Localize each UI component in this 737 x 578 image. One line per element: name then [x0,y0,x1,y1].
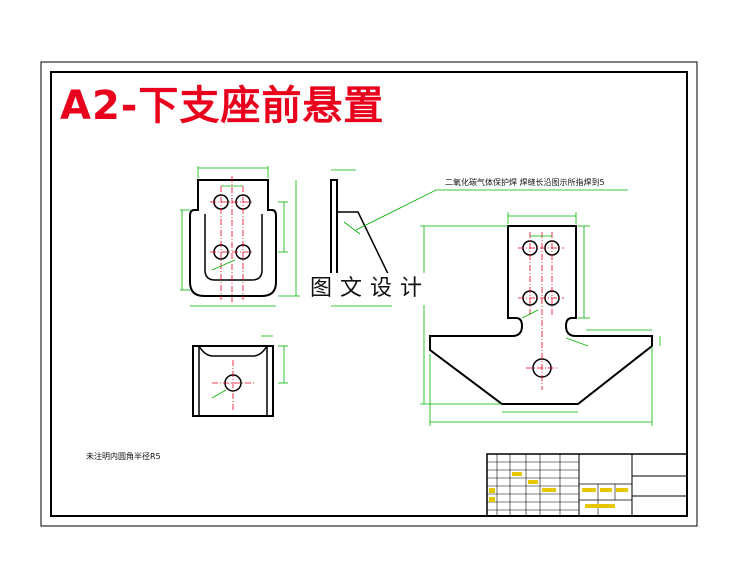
front-view [180,166,300,307]
weld-note: 二氧化碳气体保护焊 焊缝长沿图示所指焊到5 [445,178,605,187]
bracket-view [420,212,661,426]
inner-border [50,71,688,517]
weld-leader [355,189,628,231]
title-block [486,453,688,517]
fillet-note: 未注明内圆角半径R5 [86,452,161,461]
drawing-title: A2-下支座前悬置 [60,83,385,129]
watermark-text: 图文设计 [300,273,440,305]
outer-border [40,61,698,527]
top-view [192,335,288,417]
